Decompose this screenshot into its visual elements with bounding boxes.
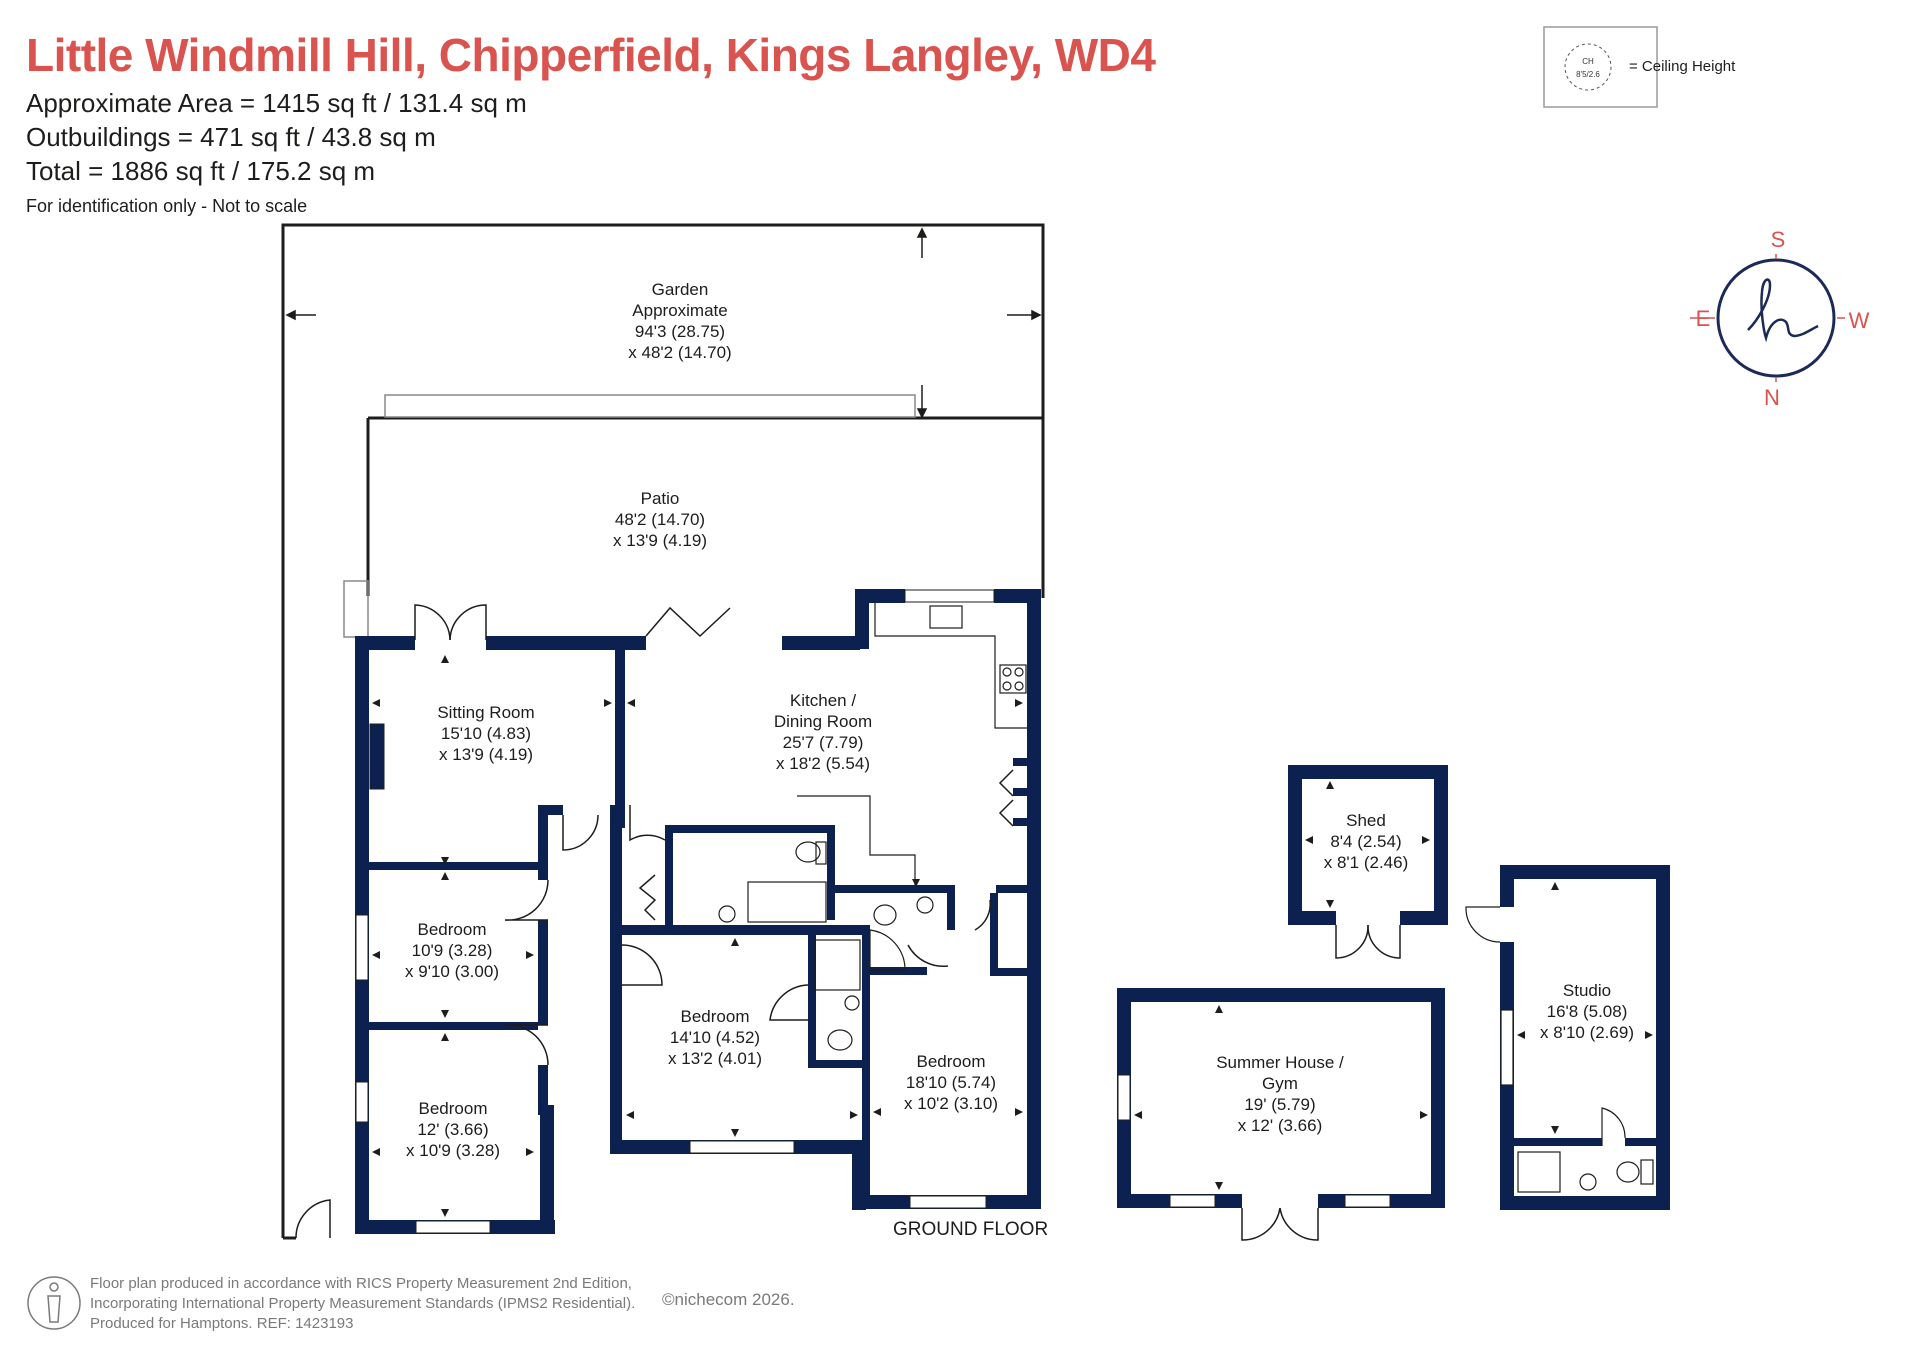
footer-notes: Floor plan produced in accordance with R… (90, 1274, 635, 1334)
shower-icon (814, 939, 861, 991)
shed-door (1335, 924, 1401, 959)
header: Little Windmill Hill, Chipperfield, King… (26, 24, 1156, 217)
svg-text:8'4 (2.54): 8'4 (2.54) (1330, 832, 1401, 851)
approximate-area: Approximate Area = 1415 sq ft / 131.4 sq… (26, 88, 527, 118)
wc-basin-icon (916, 896, 934, 914)
footer-line-3: Produced for Hamptons. REF: 1423193 (90, 1315, 354, 1332)
svg-text:x 12' (3.66): x 12' (3.66) (1238, 1116, 1323, 1135)
svg-text:Bedroom: Bedroom (419, 1099, 488, 1118)
ensuite-basin-icon (844, 995, 860, 1011)
compass-south: S (1771, 227, 1786, 252)
svg-text:x 8'1 (2.46): x 8'1 (2.46) (1324, 853, 1409, 872)
studio-shower-icon (1517, 1151, 1561, 1193)
svg-text:10'9 (3.28): 10'9 (3.28) (412, 941, 493, 960)
svg-text:x 13'2 (4.01): x 13'2 (4.01) (668, 1049, 762, 1068)
nichecom-copyright: ©nichecom 2026. (662, 1290, 795, 1309)
ensuite-toilet-icon (827, 1029, 853, 1051)
svg-text:Approximate: Approximate (632, 301, 727, 320)
svg-text:x 8'10 (2.69): x 8'10 (2.69) (1540, 1023, 1634, 1042)
not-to-scale-note: For identification only - Not to scale (26, 196, 308, 216)
bedroom-2-label: Bedroom 12' (3.66) x 10'9 (3.28) (406, 1099, 500, 1160)
svg-text:x 18'2 (5.54): x 18'2 (5.54) (776, 754, 870, 773)
room-dimension-markers (372, 655, 1023, 1217)
ceiling-height-badge-icon (1564, 43, 1612, 91)
rics-person-icon (27, 1276, 81, 1330)
svg-text:Garden: Garden (652, 280, 709, 299)
kitchen-sink-icon (929, 605, 963, 629)
svg-text:Shed: Shed (1346, 811, 1386, 830)
compass-rose: S E W N (1690, 227, 1870, 410)
svg-text:x 48'2 (14.70): x 48'2 (14.70) (628, 343, 731, 362)
svg-text:16'8 (5.08): 16'8 (5.08) (1547, 1002, 1628, 1021)
svg-text:48'2 (14.70): 48'2 (14.70) (615, 510, 705, 529)
svg-text:94'3 (28.75): 94'3 (28.75) (635, 322, 725, 341)
kitchen-dining-room-label: Kitchen / Dining Room 25'7 (7.79) x 18'2… (774, 691, 872, 773)
compass-north: N (1764, 385, 1780, 410)
kitchen-fittings (797, 603, 1027, 885)
property-title: Little Windmill Hill, Chipperfield, King… (26, 29, 1156, 81)
legend-badge-bottom: 8'5/2.6 (1576, 70, 1600, 79)
studio-walls (1500, 865, 1670, 1210)
svg-text:Gym: Gym (1262, 1074, 1298, 1093)
shed-walls (1288, 765, 1448, 925)
bathroom-fittings (718, 841, 934, 1051)
toilet-icon (795, 841, 821, 863)
ground-floor-label: GROUND FLOOR (893, 1219, 1048, 1240)
svg-text:Bedroom: Bedroom (681, 1007, 750, 1026)
svg-text:15'10 (4.83): 15'10 (4.83) (441, 724, 531, 743)
svg-text:Kitchen /: Kitchen / (790, 691, 856, 710)
garden-boundary (281, 223, 1045, 1240)
summer-house-label: Summer House / Gym 19' (5.79) x 12' (3.6… (1216, 1053, 1344, 1135)
shed-label: Shed 8'4 (2.54) x 8'1 (2.46) (1324, 811, 1409, 872)
studio-fixtures (1465, 906, 1654, 1193)
studio-basin-icon (1579, 1173, 1597, 1191)
bedroom-4-label: Bedroom 18'10 (5.74) x 10'2 (3.10) (904, 1052, 998, 1113)
svg-text:x 9'10 (3.00): x 9'10 (3.00) (405, 962, 499, 981)
hamptons-logo-icon (1747, 278, 1819, 343)
svg-text:25'7 (7.79): 25'7 (7.79) (783, 733, 864, 752)
svg-text:Studio: Studio (1563, 981, 1611, 1000)
footer-line-1: Floor plan produced in accordance with R… (90, 1275, 632, 1292)
svg-text:x 13'9 (4.19): x 13'9 (4.19) (439, 745, 533, 764)
compass-west: W (1849, 308, 1870, 333)
svg-text:Patio: Patio (641, 489, 680, 508)
svg-text:14'10 (4.52): 14'10 (4.52) (670, 1028, 760, 1047)
svg-text:19' (5.79): 19' (5.79) (1244, 1095, 1315, 1114)
summer-house-fixtures (1117, 1074, 1391, 1208)
patio-label: Patio 48'2 (14.70) x 13'9 (4.19) (613, 489, 707, 550)
outbuilding-dimension-markers (1134, 781, 1653, 1190)
svg-text:Sitting Room: Sitting Room (437, 703, 534, 722)
outbuildings-area: Outbuildings = 471 sq ft / 43.8 sq m (26, 122, 436, 152)
quadrant-shower-icon (869, 929, 906, 971)
windows (355, 589, 995, 1234)
bedroom-1-label: Bedroom 10'9 (3.28) x 9'10 (3.00) (405, 920, 499, 981)
footer-line-2: Incorporating International Property Mea… (90, 1295, 636, 1312)
basin-icon (718, 905, 736, 923)
studio-toilet-icon (1616, 1161, 1640, 1183)
svg-text:x 10'9 (3.28): x 10'9 (3.28) (406, 1141, 500, 1160)
svg-text:x 13'9 (4.19): x 13'9 (4.19) (613, 531, 707, 550)
svg-text:12' (3.66): 12' (3.66) (417, 1120, 488, 1139)
wc-toilet-icon (873, 904, 897, 926)
svg-text:Dining Room: Dining Room (774, 712, 872, 731)
svg-text:Bedroom: Bedroom (917, 1052, 986, 1071)
sitting-room-label: Sitting Room 15'10 (4.83) x 13'9 (4.19) (437, 703, 534, 764)
bath-icon (747, 881, 827, 923)
garden-label: Garden Approximate 94'3 (28.75) x 48'2 (… (628, 280, 731, 362)
bedroom-3-label: Bedroom 14'10 (4.52) x 13'2 (4.01) (668, 1007, 762, 1068)
svg-text:18'10 (5.74): 18'10 (5.74) (906, 1073, 996, 1092)
total-area: Total = 1886 sq ft / 175.2 sq m (26, 156, 376, 186)
hob-icon (999, 664, 1027, 694)
garden-dimension-arrows (285, 227, 1042, 419)
svg-text:Summer House /: Summer House / (1216, 1053, 1344, 1072)
summer-house-doors (1241, 1207, 1319, 1241)
compass-east: E (1696, 306, 1711, 331)
legend-badge-top: CH (1582, 57, 1594, 66)
svg-text:x 10'2 (3.10): x 10'2 (3.10) (904, 1094, 998, 1113)
studio-label: Studio 16'8 (5.08) x 8'10 (2.69) (1540, 981, 1634, 1042)
svg-text:Bedroom: Bedroom (418, 920, 487, 939)
ceiling-height-legend: CH 8'5/2.6 (1543, 26, 1658, 108)
doors (295, 604, 1014, 1239)
